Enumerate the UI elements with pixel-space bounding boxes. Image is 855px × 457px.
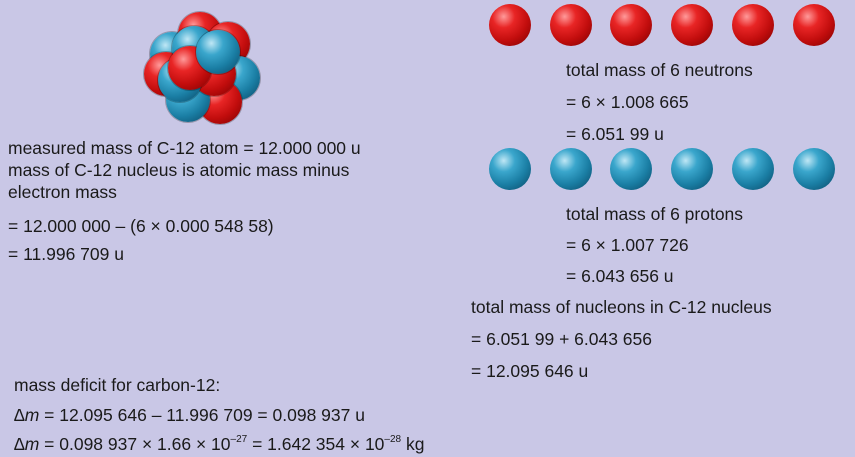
nucleons-total-result: = 12.095 646 u bbox=[471, 361, 588, 381]
exponent-1: –27 bbox=[231, 434, 248, 445]
neutron-mass-result: = 6.051 99 u bbox=[566, 124, 664, 144]
proton-sphere bbox=[793, 148, 835, 190]
proton-mass-calc: = 6 × 1.007 726 bbox=[566, 235, 689, 255]
neutron-sphere bbox=[671, 4, 713, 46]
neutron-sphere bbox=[793, 4, 835, 46]
neutron-sphere bbox=[610, 4, 652, 46]
proton-sphere bbox=[610, 148, 652, 190]
nucleus-mass-calc2: = 11.996 709 u bbox=[8, 244, 124, 264]
mass-deficit-eq2-part1: = 0.098 937 × 1.66 × 10 bbox=[39, 434, 230, 454]
neutron-mass-calc: = 6 × 1.008 665 bbox=[566, 92, 689, 112]
proton-sphere bbox=[550, 148, 592, 190]
proton-sphere bbox=[671, 148, 713, 190]
neutron-sphere bbox=[550, 4, 592, 46]
delta-symbol: ∆ bbox=[14, 405, 25, 425]
m-symbol: m bbox=[25, 405, 40, 425]
nucleons-total-calc: = 6.051 99 + 6.043 656 bbox=[471, 329, 652, 349]
proton-mass-label: total mass of 6 protons bbox=[566, 204, 743, 224]
neutron-sphere bbox=[489, 4, 531, 46]
measured-mass-text: measured mass of C-12 atom = 12.000 000 … bbox=[8, 138, 361, 158]
proton-mass-result: = 6.043 656 u bbox=[566, 266, 674, 286]
neutron-mass-label: total mass of 6 neutrons bbox=[566, 60, 753, 80]
mass-deficit-eq2-part2: = 1.642 354 × 10 bbox=[247, 434, 384, 454]
mass-deficit-eq2-unit: kg bbox=[401, 434, 424, 454]
delta-symbol: ∆ bbox=[14, 434, 25, 454]
nucleus-mass-text-line1: mass of C-12 nucleus is atomic mass minu… bbox=[8, 160, 349, 180]
nucleus-mass-text-line2: electron mass bbox=[8, 182, 117, 202]
proton-sphere bbox=[196, 30, 240, 74]
mass-deficit-heading: mass deficit for carbon-12: bbox=[14, 375, 220, 395]
neutron-sphere bbox=[732, 4, 774, 46]
nucleus-mass-calc1: = 12.000 000 – (6 × 0.000 548 58) bbox=[8, 216, 274, 236]
proton-sphere bbox=[489, 148, 531, 190]
mass-deficit-equation-1: ∆m = 12.095 646 – 11.996 709 = 0.098 937… bbox=[14, 405, 365, 425]
m-symbol: m bbox=[25, 434, 40, 454]
exponent-2: –28 bbox=[384, 434, 401, 445]
nucleons-total-label: total mass of nucleons in C-12 nucleus bbox=[471, 297, 772, 317]
carbon-12-nucleus-illustration bbox=[140, 8, 260, 126]
mass-deficit-equation-2: ∆m = 0.098 937 × 1.66 × 10–27 = 1.642 35… bbox=[14, 434, 424, 454]
mass-deficit-eq1-text: = 12.095 646 – 11.996 709 = 0.098 937 u bbox=[39, 405, 365, 425]
proton-sphere bbox=[732, 148, 774, 190]
